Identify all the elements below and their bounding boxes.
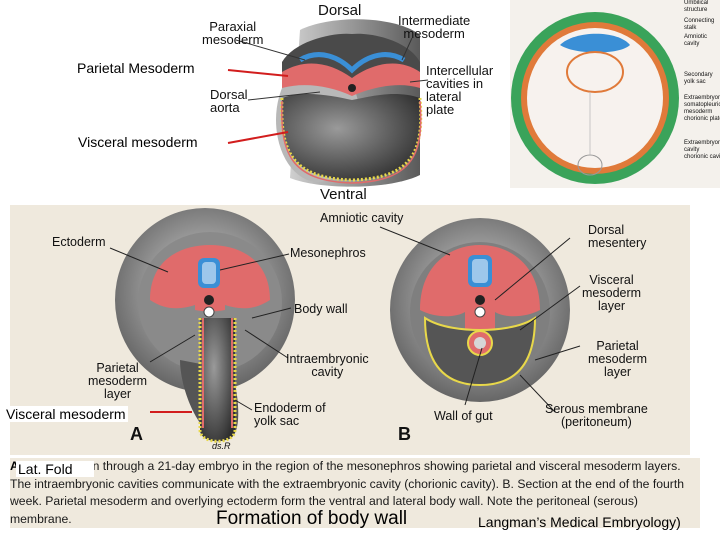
visceral-mesoderm-bottom-label: Visceral mesoderm xyxy=(4,406,128,422)
slide-title: Formation of body wall xyxy=(216,508,408,529)
intraembryonic-label: Intraembryonic cavity xyxy=(286,352,369,379)
hist-label-2: Connecting stalk xyxy=(684,18,715,31)
figure-caption: A. Cross section through a 21-day embryo… xyxy=(10,458,700,528)
ventral-label: Ventral xyxy=(320,186,367,203)
serous-label: Serous membrane (peritoneum) xyxy=(545,402,648,429)
figure-b-letter: B xyxy=(398,424,411,444)
source-citation: Langman’s Medical Embryology) xyxy=(478,514,681,530)
leader-lines xyxy=(109,226,581,413)
histology-micrograph xyxy=(510,0,720,188)
paraxial-label: Paraxial mesoderm xyxy=(202,19,264,47)
parietal-layer-a-label: Parietal mesoderm layer xyxy=(88,361,148,401)
hist-label-1: Umbilical structure xyxy=(684,0,709,13)
intercellular-label: Intercellular cavities in lateral plate xyxy=(426,63,494,117)
hist-label-5: Extraembryonic somatopleuric mesoderm ch… xyxy=(684,95,720,122)
body-wall-label: Body wall xyxy=(294,302,348,316)
dorsal-mesentery-label: Dorsal mesentery xyxy=(588,223,647,250)
visceral-layer-label: Visceral mesoderm layer xyxy=(582,273,642,313)
hist-label-6: Extraembryonic cavity chorionic cavity xyxy=(684,140,720,160)
caption-text: Cross section through a 21-day embryo in… xyxy=(10,459,684,526)
hist-label-4: Secondary yolk sac xyxy=(684,72,713,85)
parietal-layer-b-label: Parietal mesoderm layer xyxy=(588,339,648,379)
intermediate-label: Intermediate mesoderm xyxy=(398,13,471,41)
ectoderm-label: Ectoderm xyxy=(52,235,106,249)
amniotic-label: Amniotic cavity xyxy=(320,211,404,225)
artist-signature: ds.R xyxy=(212,441,231,451)
dorsal-aorta-label: Dorsal aorta xyxy=(210,87,248,115)
parietal-arrow xyxy=(227,69,289,77)
visceral-mesoderm-top-label: Visceral mesoderm xyxy=(76,134,200,150)
mesonephros-label: Mesonephros xyxy=(290,246,366,260)
parietal-mesoderm-label: Parietal Mesoderm xyxy=(75,60,197,76)
top-embryo xyxy=(276,19,423,187)
figure-b xyxy=(390,218,570,402)
visceral-arrow xyxy=(227,131,289,144)
wall-of-gut-label: Wall of gut xyxy=(434,409,493,423)
hist-label-3: Amniotic cavity xyxy=(684,34,708,47)
endoderm-label: Endoderm of yolk sac xyxy=(254,401,326,428)
dorsal-label: Dorsal xyxy=(318,2,362,19)
lat-fold-label: Lat. Fold xyxy=(16,461,94,477)
figure-a-letter: A xyxy=(130,424,143,444)
